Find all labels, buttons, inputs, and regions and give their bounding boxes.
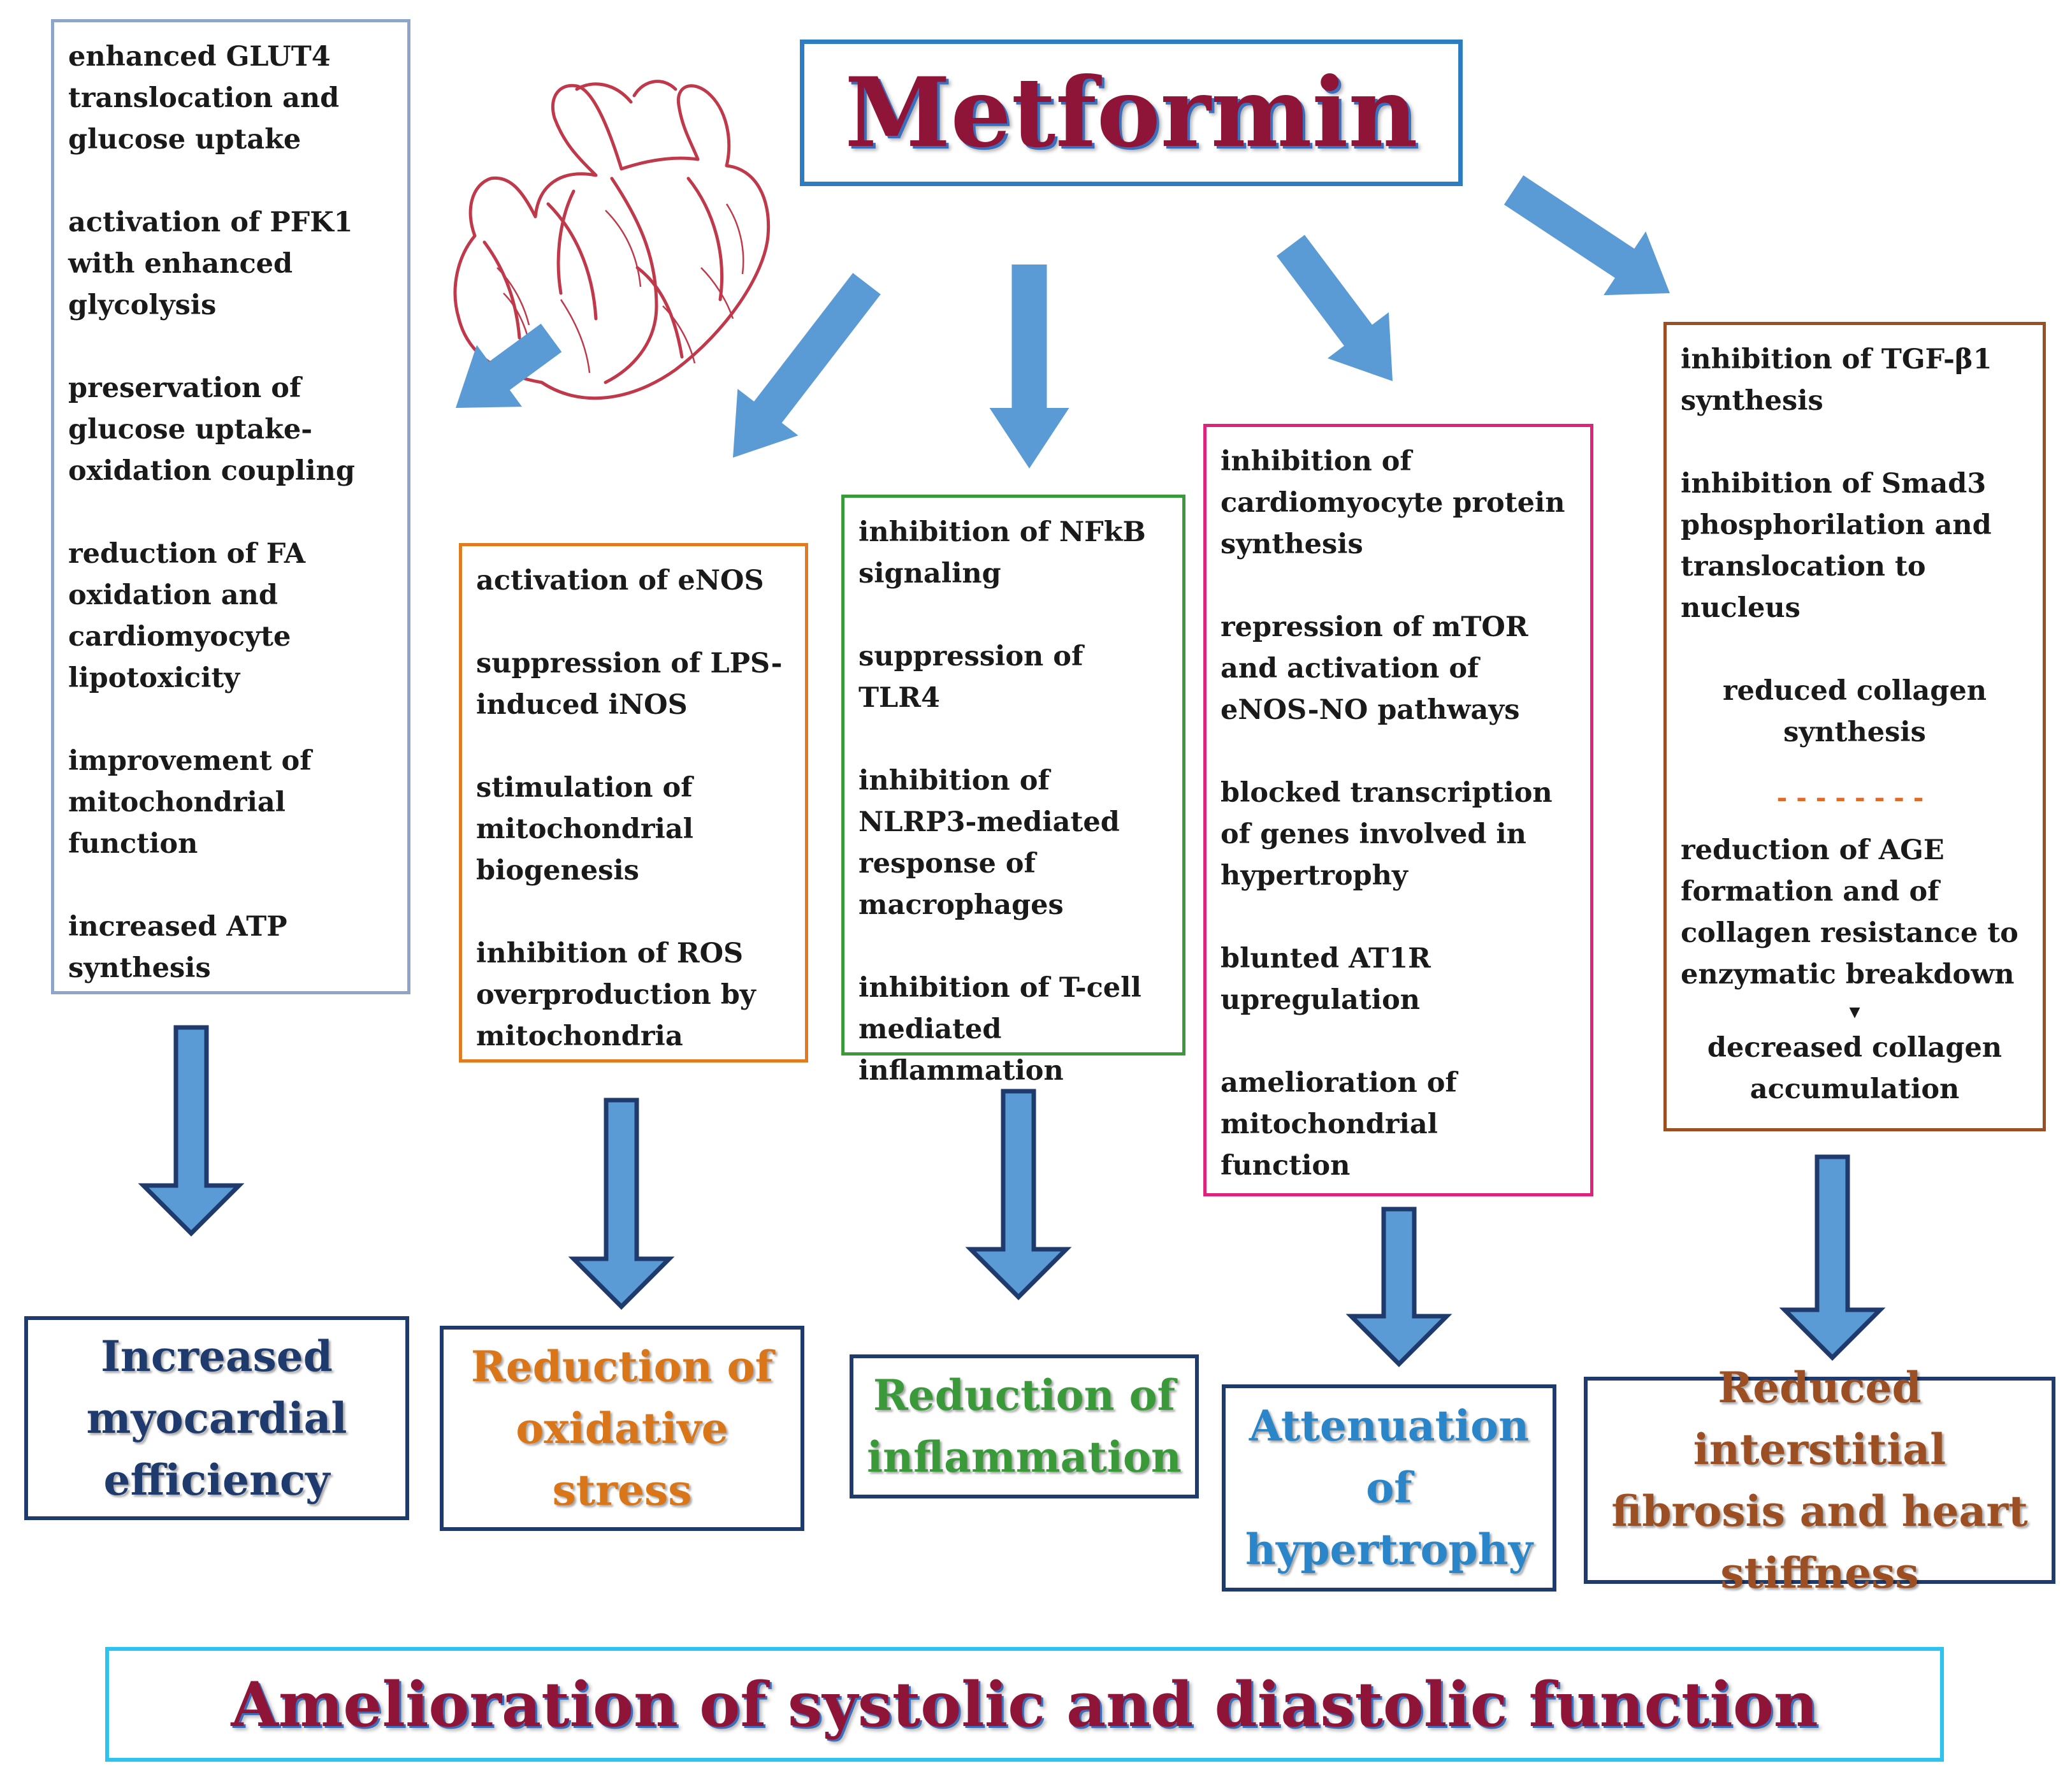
pathway-2-item: activation of eNOS [476, 565, 764, 597]
outcome-line: Reduction of [873, 1370, 1176, 1420]
fibrosis-box: inhibition of TGF-β1 synthesis inhibitio… [1663, 322, 2046, 1131]
outcome-fibrosis: Reduced interstitial fibrosis and heart … [1584, 1363, 2055, 1598]
outcome-inflammation: Reduction of inflammation [850, 1354, 1199, 1498]
result-line: decreased collagen [1707, 1032, 2003, 1064]
pathway-4-item: blocked transcription of genes involved … [1221, 777, 1553, 892]
inflammation-box: inhibition of NFkB signaling suppression… [841, 495, 1185, 1087]
outcome-line: stress [552, 1465, 692, 1515]
oxidative-stress-box: activation of eNOS suppression of LPS-in… [459, 543, 808, 1063]
glucose-metabolism-box: enhanced GLUT4 translocation and glucose… [51, 19, 410, 994]
arrow-to-outcome-fibrosis [1779, 1154, 1886, 1361]
outcome-oxidative-stress: Reduction of oxidative stress [440, 1326, 804, 1531]
pathway-2-item: inhibition of ROS overproduction by mito… [476, 938, 756, 1052]
arrow-to-outcome-inflammation [965, 1089, 1072, 1300]
pathway-4-item: repression of mTOR and activation of eNO… [1221, 611, 1528, 726]
arrow-to-outcome-hypertrophy [1345, 1207, 1453, 1367]
pathway-3-item: inhibition of NLRP3-mediated response of… [859, 765, 1120, 921]
outcome-line: fibrosis and heart [1611, 1486, 2028, 1536]
hypertrophy-box: inhibition of cardiomyocyte protein synt… [1203, 424, 1593, 1196]
arrow-to-hypertrophy-box [1277, 235, 1393, 381]
pathway-3-item: inhibition of T-cell mediated inflammati… [859, 972, 1141, 1087]
outcome-line: oxidative [516, 1403, 728, 1453]
pathway-2-item: suppression of LPS-induced iNOS [476, 648, 783, 721]
outcome-line: hypertrophy [1245, 1525, 1533, 1574]
arrow-to-fibrosis-box [1503, 175, 1670, 296]
outcome-hypertrophy: Attenuation of hypertrophy [1222, 1384, 1556, 1592]
outcome-line: Reduced interstitial [1693, 1362, 1946, 1474]
pathway-4-item: blunted AT1R upregulation [1221, 943, 1431, 1016]
dashed-separator: -------- [1776, 783, 1933, 813]
outcome-line: myocardial [86, 1393, 347, 1443]
pathway-1-item: improvement of mitochondrial function [68, 745, 312, 860]
footer-banner: Amelioration of systolic and diastolic f… [105, 1647, 1944, 1762]
result-line: accumulation [1750, 1073, 1960, 1105]
result-line: synthesis [1783, 716, 1926, 748]
pathway-1-item: reduction of FA oxidation and cardiomyoc… [68, 538, 306, 694]
arrow-to-glucose-box [456, 323, 562, 408]
pathway-3-item: suppression of TLR4 [859, 641, 1083, 714]
arrow-to-inflammation-box [989, 265, 1069, 468]
arrow-to-oxidative-box [733, 273, 881, 458]
pathway-1-item: increased ATP synthesis [68, 911, 287, 984]
result-line: reduced collagen [1722, 675, 1987, 707]
pathway-5-item: reduction of AGE formation and of collag… [1681, 834, 2018, 990]
down-arrow-icon: ▾ [1849, 999, 1860, 1024]
outcome-myocardial-efficiency: Increased myocardial efficiency [24, 1316, 409, 1520]
pathway-1-item: activation of PFK1 with enhanced glycoly… [68, 207, 353, 321]
pathway-4-item: amelioration of mitochondrial function [1221, 1067, 1457, 1182]
outcome-line: Attenuation [1249, 1401, 1530, 1451]
pathway-5-item: inhibition of Smad3 phosphorilation and … [1681, 468, 1992, 624]
outcome-line: of [1366, 1463, 1412, 1512]
outcome-line: stiffness [1720, 1548, 1919, 1598]
arrow-to-outcome-oxidative [568, 1098, 675, 1310]
collagen-accumulation-result: decreased collagen accumulation [1681, 1027, 2029, 1110]
pathway-2-item: stimulation of mitochondrial biogenesis [476, 772, 694, 887]
pathway-3-item: inhibition of NFkB signaling [859, 516, 1146, 590]
outcome-line: inflammation [867, 1432, 1182, 1482]
pathway-4-item: inhibition of cardiomyocyte protein synt… [1221, 446, 1565, 560]
outcome-line: efficiency [103, 1454, 330, 1505]
pathway-1-item: preservation of glucose uptake-oxidation… [68, 372, 355, 487]
outcome-line: Increased [101, 1331, 333, 1381]
arrow-to-outcome-efficiency [138, 1025, 245, 1237]
pathway-1-item: enhanced GLUT4 translocation and glucose… [68, 41, 340, 156]
metformin-title: Metformin [800, 40, 1463, 186]
pathway-5-item: inhibition of TGF-β1 synthesis [1681, 344, 1992, 417]
collagen-synthesis-result: reduced collagen synthesis [1681, 671, 2029, 753]
outcome-line: Reduction of [470, 1341, 774, 1391]
